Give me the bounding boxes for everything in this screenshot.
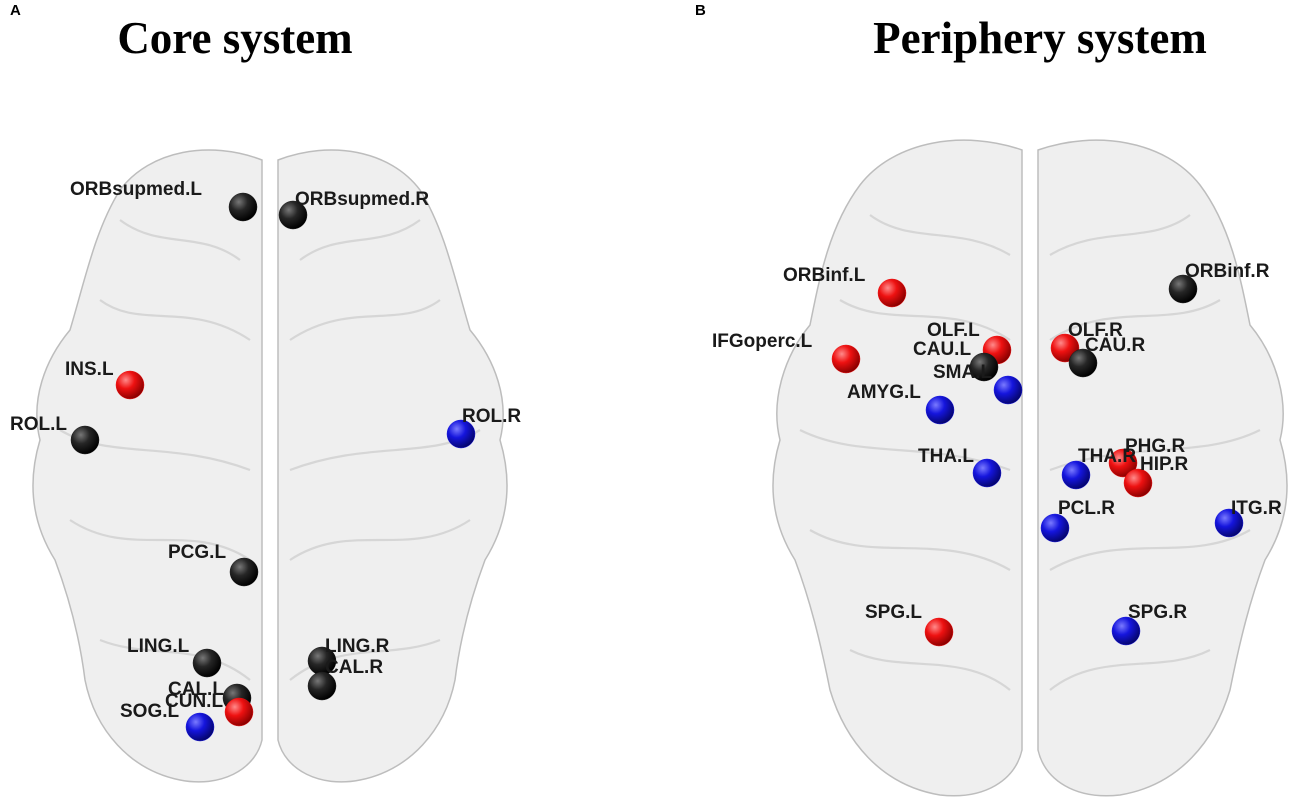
node-label-tha-r: THA.R [1078,446,1136,467]
node-label-amyg-l: AMYG.L [847,382,921,403]
node-label-orbsupmed-l: ORBsupmed.L [70,179,202,200]
node-sphere-rol-l [70,425,100,455]
brain-outline-core [32,149,508,783]
node-label-olf-l: OLF.L [927,320,980,341]
panel-title-core: Core system [117,13,353,63]
node-sphere-pcg-l [229,557,259,587]
brain-outline-periphery [772,139,1288,797]
node-sphere-orbsupmed-r [278,200,308,230]
node-label-cau-r: CAU.R [1085,335,1145,356]
node-sphere-rol-r [446,419,476,449]
node-label-sma-l: SMA.L [933,362,993,383]
right-hemisphere-core [277,149,508,783]
node-label-pcg-l: PCG.L [168,542,226,563]
node-sphere-spg-r [1111,616,1141,646]
panel-letter-b: B [695,2,706,19]
node-label-spg-l: SPG.L [865,602,922,623]
node-label-tha-l: THA.L [918,446,974,467]
node-sphere-orbsupmed-l [228,192,258,222]
node-label-cau-l: CAU.L [913,339,971,360]
panel-letter-a: A [10,2,21,19]
left-hemisphere-core [32,149,263,783]
node-label-orbinf-l: ORBinf.L [783,265,866,286]
node-sphere-cau-l [969,352,999,382]
node-label-itg-r: ITG.R [1231,498,1282,519]
node-sphere-ifgoperc-l [831,344,861,374]
node-label-hip-r: HIP.R [1140,454,1189,475]
node-sphere-cun-l [224,697,254,727]
node-label-rol-l: ROL.L [10,414,67,435]
node-sphere-hip-r [1123,468,1153,498]
panel-title-periphery: Periphery system [873,13,1207,63]
node-label-ifgoperc-l: IFGoperc.L [712,331,813,352]
node-sphere-itg-r [1214,508,1244,538]
node-sphere-sma-l [993,375,1023,405]
node-sphere-pcl-r [1040,513,1070,543]
node-sphere-sog-l [185,712,215,742]
node-label-spg-r: SPG.R [1128,602,1187,623]
node-sphere-ins-l [115,370,145,400]
node-sphere-phg-r [1108,448,1138,478]
node-label-ling-l: LING.L [127,636,190,657]
right-hemisphere-periphery [1037,139,1288,797]
node-sphere-orbinf-r [1168,274,1198,304]
left-hemisphere-periphery [772,139,1023,797]
node-sphere-cal-r [307,671,337,701]
node-sphere-tha-l [972,458,1002,488]
node-label-pcl-r: PCL.R [1058,498,1115,519]
node-label-rol-r: ROL.R [462,406,521,427]
node-label-cal-r: CAL.R [325,657,383,678]
node-label-phg-r: PHG.R [1125,436,1185,457]
node-sphere-cau-r [1068,348,1098,378]
node-sphere-tha-r [1061,460,1091,490]
node-sphere-ling-l [192,648,222,678]
node-label-ins-l: INS.L [65,359,114,380]
node-label-cal-l: CAL.L [168,679,224,700]
node-label-orbsupmed-r: ORBsupmed.R [295,189,429,210]
node-label-orbinf-r: ORBinf.R [1185,261,1270,282]
node-label-olf-r: OLF.R [1068,320,1123,341]
node-sphere-orbinf-l [877,278,907,308]
node-sphere-amyg-l [925,395,955,425]
node-sphere-spg-l [924,617,954,647]
node-label-cun-l: CUN.L [165,691,223,712]
node-label-ling-r: LING.R [325,636,390,657]
node-label-sog-l: SOG.L [120,701,180,722]
